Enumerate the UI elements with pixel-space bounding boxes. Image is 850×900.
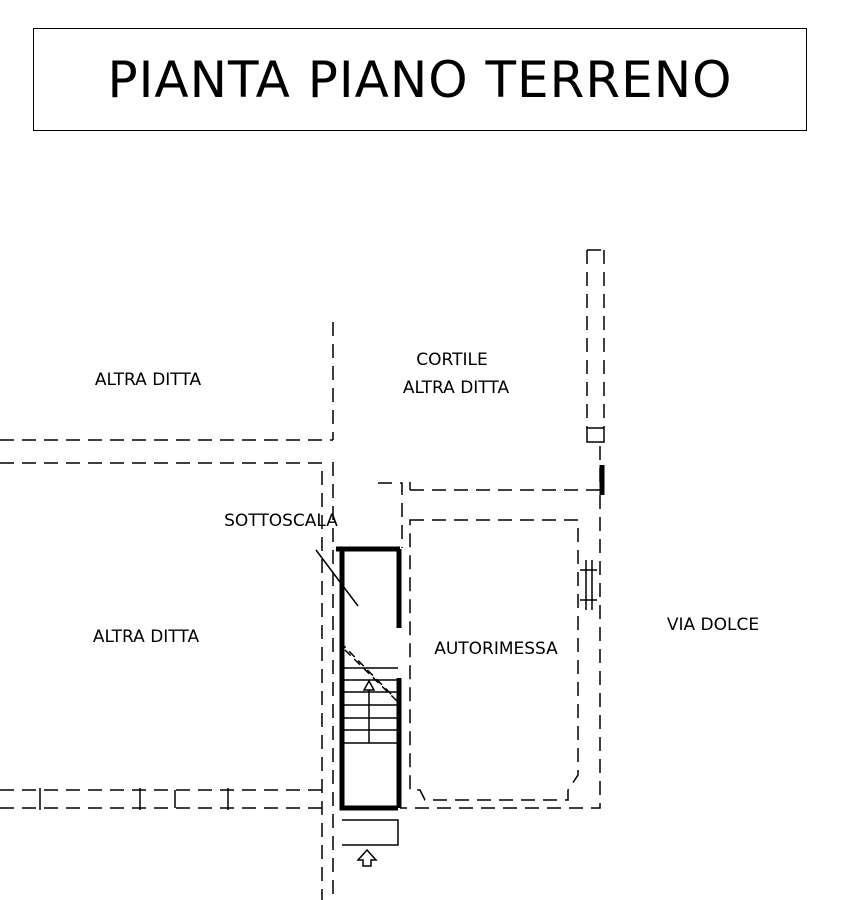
page-title: PIANTA PIANO TERRENO	[107, 50, 733, 109]
label-cortile-altra-ditta: ALTRA DITTA	[402, 378, 510, 398]
stair-door-frame	[378, 482, 403, 548]
pillar-marks	[580, 560, 597, 610]
label-cortile: CORTILE	[416, 350, 488, 370]
boundary-left-inner	[0, 462, 323, 900]
entrance-arrow	[356, 848, 378, 867]
label-via-dolce: VIA DOLCE	[666, 615, 760, 635]
stair-direction	[362, 679, 376, 743]
entrance-steps	[342, 819, 399, 846]
label-sottoscala: SOTTOSCALA	[224, 511, 338, 531]
outer-right-wall	[400, 495, 601, 809]
lower-left-fixtures	[39, 788, 229, 810]
stair-treads	[342, 667, 398, 744]
label-altra-ditta-left: ALTRA DITTA	[92, 627, 200, 647]
passage-top	[410, 440, 601, 491]
label-autorimessa: AUTORIMESSA	[434, 639, 558, 659]
title-box: PIANTA PIANO TERRENO	[33, 28, 807, 131]
label-altra-ditta-top: ALTRA DITTA	[94, 370, 202, 390]
cortile-pillar	[586, 427, 605, 443]
stair-diagonal-b	[344, 649, 399, 703]
garage-outline	[409, 519, 579, 801]
sottoscala-leader	[315, 549, 359, 607]
stair-wall-left	[339, 549, 398, 811]
